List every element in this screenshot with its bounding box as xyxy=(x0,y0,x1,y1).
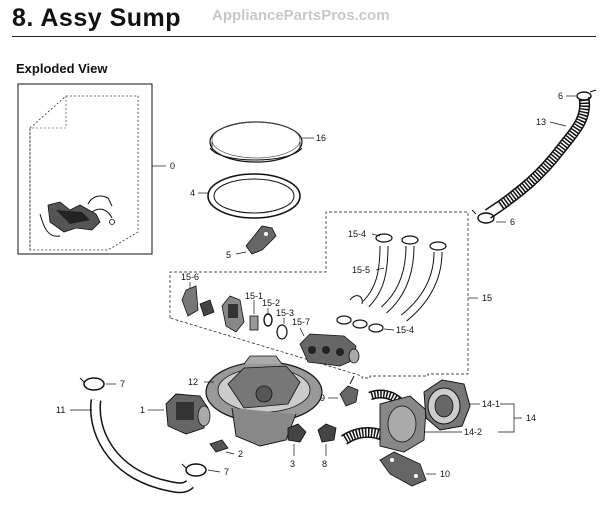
housing-14-1 xyxy=(423,379,471,431)
callout-15-7: 15-7 xyxy=(292,317,310,327)
bracket-5 xyxy=(245,225,277,255)
callout-14: 14 xyxy=(526,413,536,423)
clamp-7-bottom xyxy=(181,463,207,477)
part-15-1-valve xyxy=(221,295,259,333)
pump-1 xyxy=(165,393,211,435)
callout-7-top: 7 xyxy=(120,379,125,389)
bracket-line-14 xyxy=(498,403,522,433)
page-title: 8. Assy Sump xyxy=(12,4,182,32)
callout-5: 5 xyxy=(226,250,231,260)
dishwasher-overview-inset xyxy=(17,83,153,255)
callout-11: 11 xyxy=(56,405,65,415)
watermark: AppliancePartsPros.com xyxy=(212,7,390,24)
callout-6-bottom: 6 xyxy=(510,217,515,227)
ring-16 xyxy=(209,121,303,163)
title-divider xyxy=(12,36,596,37)
callout-15-3: 15-3 xyxy=(276,308,294,318)
assembly-15-boundary xyxy=(169,211,469,379)
bracket-10 xyxy=(379,451,427,487)
callout-7-bottom: 7 xyxy=(224,467,229,477)
gasket-4 xyxy=(207,173,301,219)
callout-15-6: 15-6 xyxy=(181,272,199,282)
hose-11 xyxy=(89,399,194,494)
clamp-7-top xyxy=(79,377,105,391)
clip-2 xyxy=(209,439,229,453)
clamp-6-top xyxy=(576,89,597,101)
part-15-3-oring xyxy=(276,324,288,340)
drain-hose-13 xyxy=(484,97,591,219)
callout-9: 9 xyxy=(320,393,325,403)
callout-15-4-bottom: 15-4 xyxy=(396,325,414,335)
drain-pump-14-2 xyxy=(340,389,427,453)
callout-4: 4 xyxy=(190,188,195,198)
clamp-6-bottom xyxy=(471,209,495,224)
part-9 xyxy=(339,375,359,407)
part-3 xyxy=(287,423,307,443)
sump-12 xyxy=(205,355,323,447)
callout-15-1: 15-1 xyxy=(245,291,263,301)
callout-3: 3 xyxy=(290,459,295,469)
callout-15-4-top: 15-4 xyxy=(348,229,366,239)
part-15-6 xyxy=(181,285,215,317)
part-8 xyxy=(317,423,337,443)
callout-0: 0 xyxy=(170,161,175,171)
callout-13: 13 xyxy=(536,117,546,127)
callout-15: 15 xyxy=(482,293,492,303)
callout-15-2: 15-2 xyxy=(262,298,280,308)
callout-14-1: 14-1 xyxy=(482,399,500,409)
callout-14-2: 14-2 xyxy=(464,427,482,437)
callout-2: 2 xyxy=(238,449,243,459)
callout-15-5: 15-5 xyxy=(352,265,370,275)
section-subtitle: Exploded View xyxy=(16,61,108,76)
callout-12: 12 xyxy=(188,377,198,387)
callout-6-top: 6 xyxy=(558,91,563,101)
part-15-2-washer xyxy=(263,313,273,327)
part-15-7-manifold xyxy=(299,333,360,367)
callout-8: 8 xyxy=(322,459,327,469)
callout-16: 16 xyxy=(316,133,326,143)
callout-1: 1 xyxy=(140,405,145,415)
hoses-15-5 xyxy=(336,233,447,333)
callout-10: 10 xyxy=(440,469,450,479)
